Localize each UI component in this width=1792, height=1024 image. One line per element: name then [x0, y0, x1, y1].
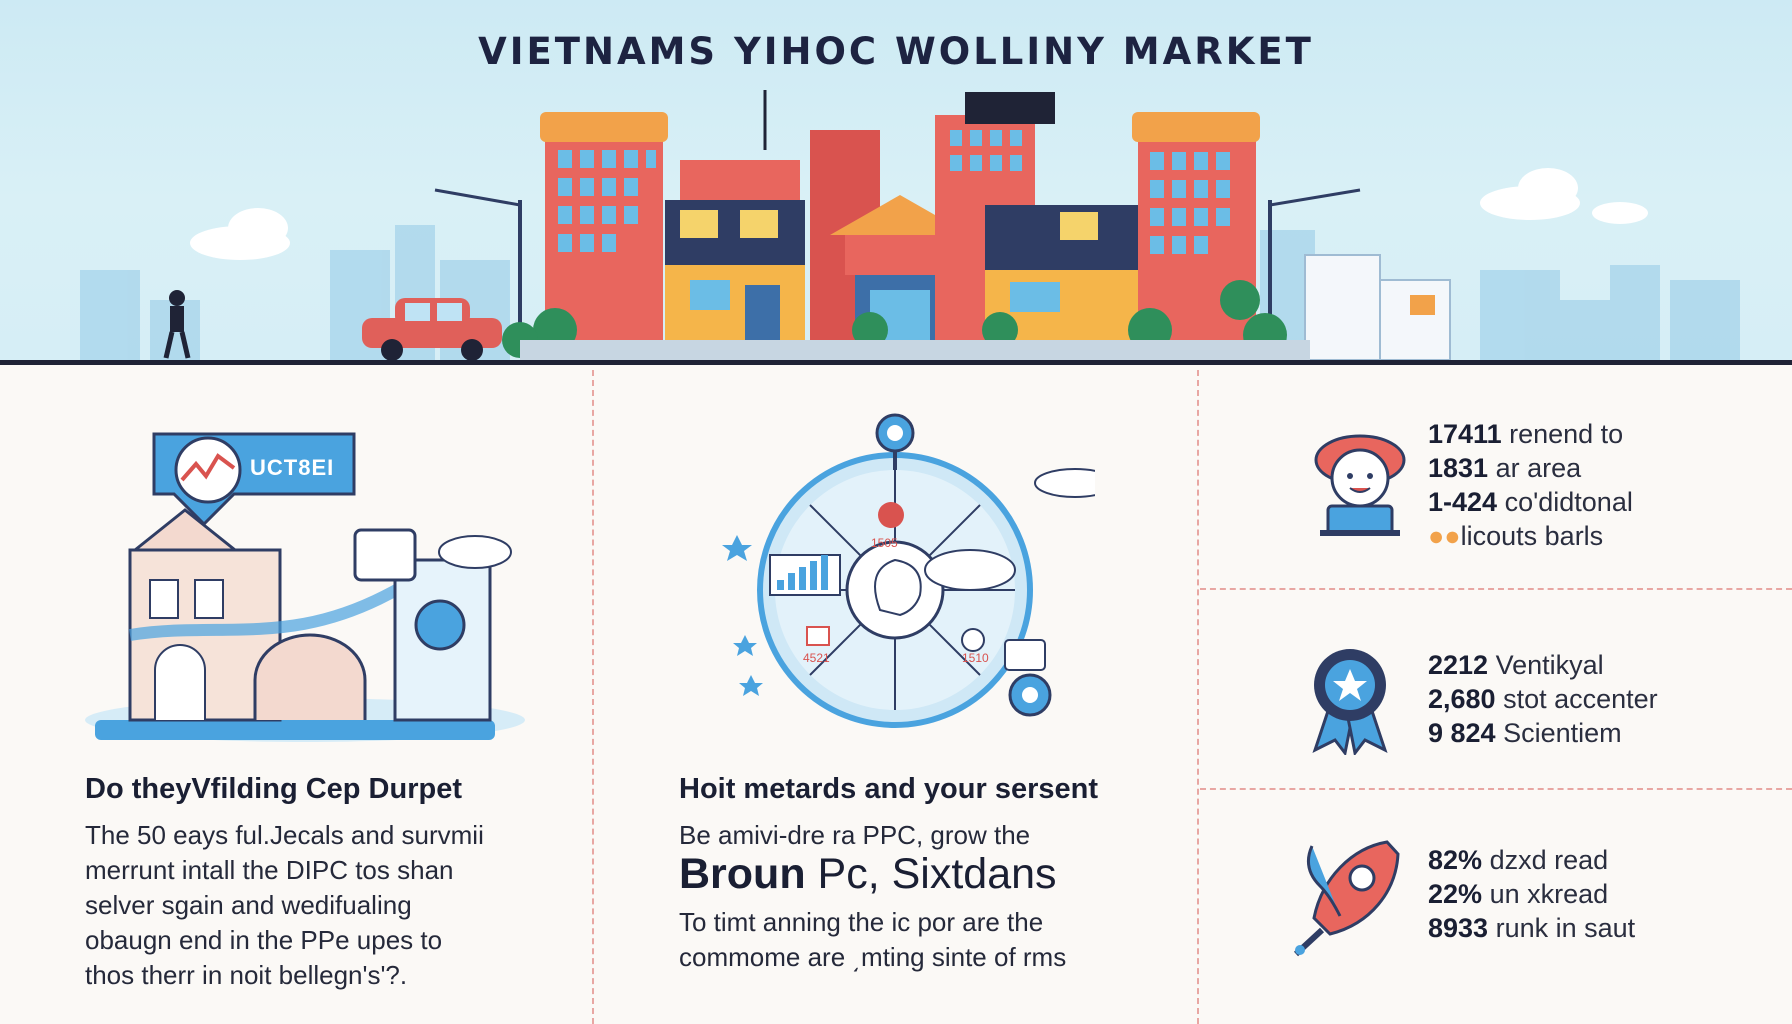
stat-group-3: 82% dzxd read 22% un xkread 8933 runk in… — [1428, 843, 1635, 945]
stat-number: 17411 — [1428, 419, 1502, 449]
left-card-line: merrunt intall the DIPC tos shan — [85, 855, 454, 885]
left-card-line: obaugn end in the PPe upes to — [85, 925, 443, 955]
column-divider — [1197, 370, 1199, 1024]
trend-badge-icon — [148, 428, 363, 538]
middle-card-line-1: Be amivi-dre ra PPC, grow the — [679, 820, 1031, 850]
stat-number: 9 824 — [1428, 718, 1496, 748]
award-ribbon-icon — [1305, 645, 1395, 757]
stat-line: 82% dzxd read — [1428, 843, 1635, 877]
page-title: VIETNAMS YIHOC WOLLINY MARKET — [478, 30, 1314, 73]
stat-group-1: 17411 renend to 1831 ar area 1-424 co'di… — [1428, 417, 1633, 553]
heritage-building-illustration — [85, 508, 525, 742]
stat-line: 2212 Ventikyal — [1428, 648, 1658, 682]
wheel-label: 1505 — [871, 536, 898, 550]
stat-line: 22% un xkread — [1428, 877, 1635, 911]
hero-divider — [0, 360, 1792, 365]
stat-number: 2,680 — [1428, 684, 1496, 714]
stat-line: 1831 ar area — [1428, 451, 1633, 485]
middle-card-heading: Hoit metards and your sersent — [679, 773, 1098, 805]
stat-number: 22% — [1428, 879, 1483, 909]
stat-group-2: 2212 Ventikyal 2,680 stot accenter 9 824… — [1428, 648, 1658, 750]
stat-text: runk in saut — [1495, 913, 1636, 943]
coin-icon: ●● — [1428, 521, 1461, 551]
left-card-body: The 50 eays ful.Jecals and survmii merru… — [85, 818, 484, 993]
stat-number: 82% — [1428, 845, 1483, 875]
stat-number: 1831 — [1428, 453, 1489, 483]
stat-text: stot accenter — [1503, 684, 1658, 714]
big-line-bold: Broun — [679, 850, 806, 898]
stat-text: un xkread — [1489, 879, 1609, 909]
middle-card-footer: To timt anning the ic por are the commom… — [679, 905, 1066, 975]
stat-number: 1-424 — [1428, 487, 1498, 517]
row-divider — [1200, 788, 1792, 790]
left-card-line: thos therr in noit bellegn's'?. — [85, 960, 408, 990]
stat-line: 1-424 co'didtonal — [1428, 485, 1633, 519]
stat-line: ●●licouts barls — [1428, 519, 1633, 553]
wheel-label: 1510 — [962, 651, 989, 665]
wheel-label: 4521 — [803, 651, 830, 665]
person-avatar-icon — [1310, 430, 1410, 540]
stat-number: 8933 — [1428, 913, 1489, 943]
row-divider — [1200, 588, 1792, 590]
stat-line: 9 824 Scientiem — [1428, 716, 1658, 750]
stat-text: Ventikyal — [1495, 650, 1604, 680]
stat-text: licouts barls — [1460, 521, 1604, 551]
stat-text: ar area — [1495, 453, 1582, 483]
stat-line: 8933 runk in saut — [1428, 911, 1635, 945]
left-card-line: selver sgain and wedifualing — [85, 890, 412, 920]
column-divider — [592, 370, 594, 1024]
stat-line: 2,680 stot accenter — [1428, 682, 1658, 716]
stat-line: 17411 renend to — [1428, 417, 1633, 451]
stat-number: 2212 — [1428, 650, 1489, 680]
wheel-diagram-illustration — [722, 413, 1095, 728]
rocket-icon — [1292, 838, 1402, 958]
city-skyline-illustration — [80, 90, 1740, 362]
badge-label: UCT8EI — [250, 455, 335, 480]
stat-text: co'didtonal — [1504, 487, 1633, 517]
middle-card-line-3: To timt anning the ic por are the — [679, 907, 1044, 937]
left-card-line: The 50 eays ful.Jecals and survmii — [85, 820, 484, 850]
middle-card-line-4: commome are ͵mting sinte of rms — [679, 942, 1067, 972]
left-card-heading: Do theyVfilding Cep Durpet — [85, 773, 462, 805]
hero-banner: VIETNAMS YIHOC WOLLINY MARKET — [0, 0, 1792, 362]
stat-text: Scientiem — [1503, 718, 1622, 748]
stat-text: renend to — [1509, 419, 1624, 449]
big-line-rest: Pc, Sixtdans — [817, 850, 1057, 898]
stat-text: dzxd read — [1489, 845, 1609, 875]
middle-card-big-line: Broun Pc, Sixtdans — [679, 850, 1057, 899]
middle-card-line: Be amivi-dre ra PPC, grow the — [679, 818, 1030, 853]
